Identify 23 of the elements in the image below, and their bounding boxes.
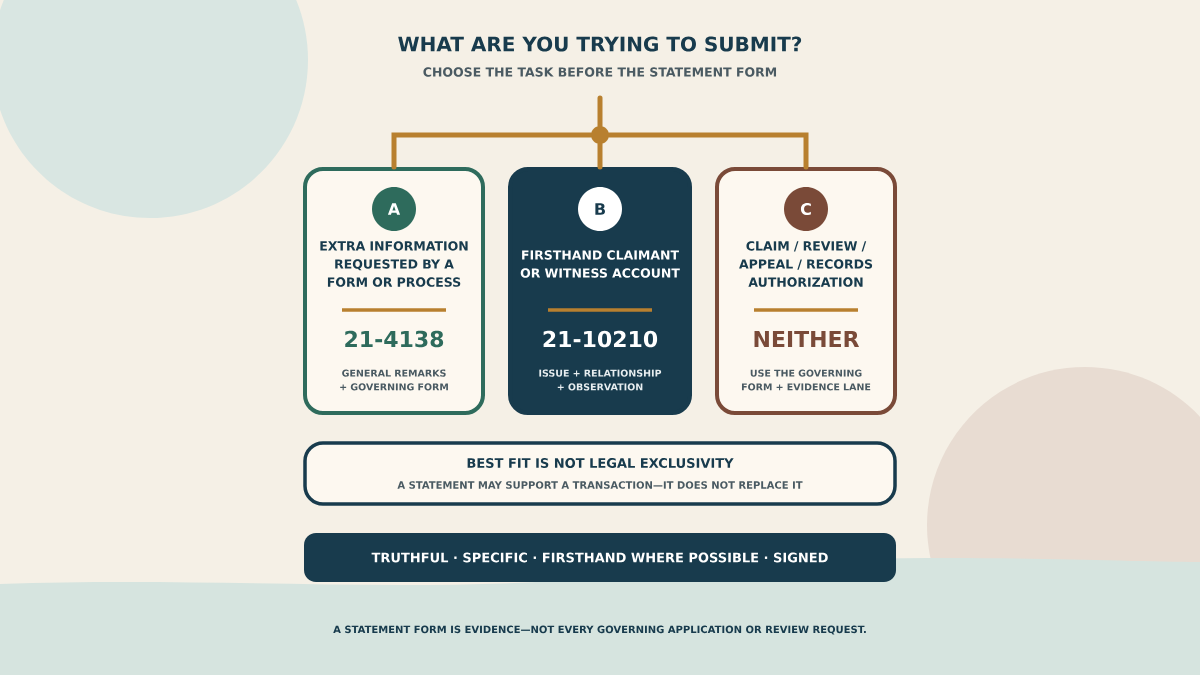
card-note: ISSUE + RELATIONSHIP + OBSERVATION [539, 369, 662, 391]
junction-dot [591, 126, 609, 144]
subtitle: CHOOSE THE TASK BEFORE THE STATEMENT FORM [423, 67, 777, 77]
letter-badge: B [578, 187, 622, 231]
title: WHAT ARE YOU TRYING TO SUBMIT? [398, 36, 802, 52]
form-number: 21-10210 [543, 330, 658, 348]
note-heading: BEST FIT IS NOT LEGAL EXCLUSIVITY [467, 458, 734, 468]
card-heading: FIRSTHAND CLAIMANT OR WITNESS ACCOUNT [520, 250, 680, 278]
letter-badge: A [372, 187, 416, 231]
connector-line [391, 132, 594, 170]
card-note: USE THE GOVERNING FORM + EVIDENCE LANE [742, 369, 871, 391]
form-number: NEITHER [754, 331, 860, 347]
connector-line [597, 95, 603, 129]
card-note: GENERAL REMARKS + GOVERNING FORM [340, 369, 448, 391]
connector-line [606, 132, 809, 170]
footnote: A STATEMENT FORM IS EVIDENCE—NOT EVERY GOVERNING APPLICATION OR REVIEW REQUEST. [333, 625, 866, 635]
card-heading: EXTRA INFORMATION REQUESTED BY A FORM OR PROCESS [320, 241, 468, 287]
card-heading: CLAIM / REVIEW / APPEAL / RECORDS AUTHORIZATION [739, 241, 873, 287]
note-text: A STATEMENT MAY SUPPORT A TRANSACTION—IT DOES NOT REPLACE IT [397, 481, 803, 489]
principles-band: TRUTHFUL · SPECIFIC · FIRSTHAND WHERE POSSIBLE · SIGNED [304, 533, 896, 582]
letter-badge: C [784, 187, 828, 231]
form-number: 21-4138 [345, 330, 444, 348]
connector-line [597, 141, 603, 170]
